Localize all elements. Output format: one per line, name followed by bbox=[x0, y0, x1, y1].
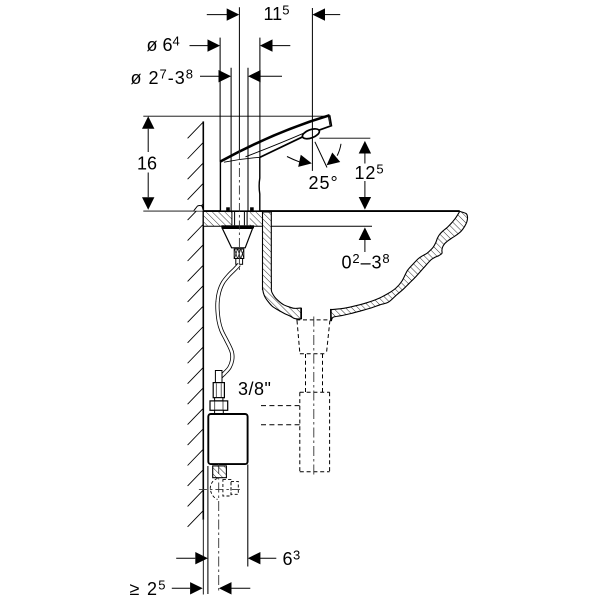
svg-text:ø 64: ø 64 bbox=[147, 34, 180, 56]
svg-text:ø 27-38: ø 27-38 bbox=[131, 67, 195, 89]
svg-text:125: 125 bbox=[355, 162, 385, 184]
svg-text:16: 16 bbox=[137, 154, 157, 174]
svg-text:25°: 25° bbox=[309, 173, 339, 193]
svg-text:3/8": 3/8" bbox=[238, 379, 271, 399]
svg-text:≥ 25: ≥ 25 bbox=[130, 577, 167, 599]
